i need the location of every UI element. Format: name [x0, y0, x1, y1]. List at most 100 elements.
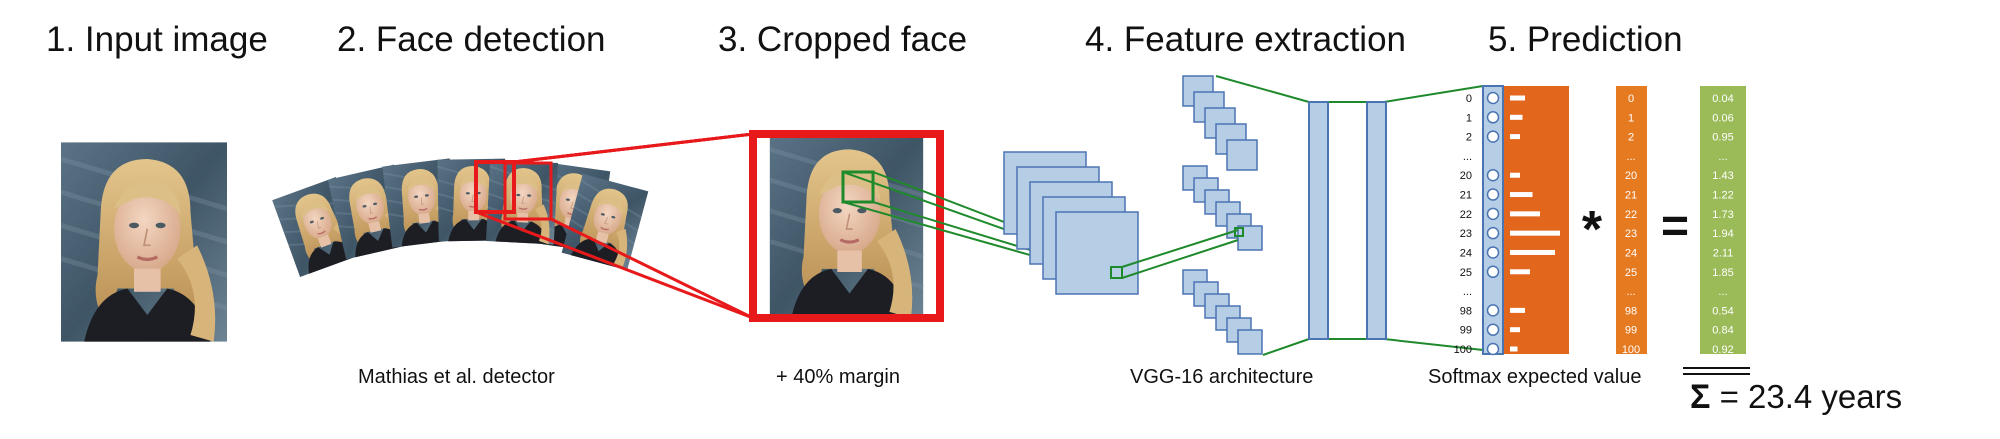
detection-box [474, 160, 516, 214]
age-label: ... [1626, 151, 1635, 163]
row-index-label: 22 [1460, 209, 1472, 221]
softmax-probability-bar [1510, 307, 1525, 313]
row-index-label: 23 [1460, 228, 1472, 240]
output-neuron [1486, 111, 1500, 124]
age-label: 22 [1625, 209, 1637, 221]
output-neuron [1486, 304, 1500, 317]
row-index-label: 98 [1460, 305, 1472, 317]
detection-outer-box [503, 161, 553, 221]
conv-layer-stack-2 [1182, 75, 1258, 171]
row-index-label: 2 [1466, 132, 1472, 144]
softmax-probability-bar [1510, 114, 1523, 120]
row-index-label: 24 [1460, 247, 1472, 259]
row-index-label: 0 [1466, 93, 1472, 105]
age-label: 23 [1625, 228, 1637, 240]
softmax-probability-bar [1510, 172, 1520, 178]
weighted-value-label: 2.11 [1713, 247, 1734, 259]
row-index-label: ... [1463, 151, 1472, 163]
row-index-label: ... [1463, 286, 1472, 298]
output-neuron [1486, 207, 1500, 221]
weighted-value-label: 0.92 [1712, 344, 1733, 356]
softmax-probability-bar [1510, 192, 1533, 198]
age-value-panel [1616, 86, 1647, 354]
equals-operator: = [1661, 200, 1689, 253]
step-title-input: 1. Input image [46, 20, 268, 59]
step-title-prediction: 5. Prediction [1488, 20, 1683, 59]
weighted-value-label: 1.94 [1712, 228, 1733, 240]
weighted-value-panel [1700, 86, 1746, 354]
conv-link-lines [1121, 229, 1239, 279]
weighted-value-label: 0.04 [1712, 93, 1733, 105]
softmax-probability-bar [1510, 327, 1520, 333]
softmax-bar-panel [1504, 86, 1569, 354]
softmax-probability-bar [1510, 95, 1525, 101]
detection-fan [271, 157, 649, 279]
softmax-probability-bar [1510, 230, 1560, 236]
conv-feature-map [1055, 211, 1139, 295]
row-index-label: 25 [1460, 267, 1472, 279]
age-label: 0 [1628, 93, 1634, 105]
conv-layer-stack-1 [1003, 151, 1139, 295]
age-label: 1 [1628, 112, 1634, 124]
fc-layer-2 [1366, 101, 1387, 340]
output-neuron [1486, 246, 1500, 259]
weighted-value-label: ... [1718, 286, 1727, 298]
conv-layer-stack-3 [1182, 165, 1263, 251]
weighted-value-label: ... [1718, 151, 1727, 163]
softmax-probability-bar [1510, 269, 1530, 275]
result-value: 23.4 years [1748, 378, 1903, 415]
weighted-value-label: 0.95 [1712, 132, 1733, 144]
output-neuron [1486, 323, 1500, 336]
age-label: 99 [1625, 325, 1637, 337]
input-photo [61, 142, 227, 341]
age-label: 21 [1625, 190, 1637, 202]
multiply-operator: * [1582, 201, 1603, 259]
conv-feature-map [1226, 139, 1258, 171]
output-neuron [1486, 265, 1500, 279]
caption-softmax: Softmax expected value [1428, 366, 1642, 388]
output-neuron [1486, 168, 1500, 182]
weighted-value-label: 1.73 [1712, 209, 1733, 221]
softmax-probability-bar [1510, 249, 1555, 255]
softmax-probability-bar [1510, 211, 1540, 217]
step-title-cropped: 3. Cropped face [718, 20, 968, 59]
row-index-label: 100 [1454, 344, 1472, 356]
output-neuron [1486, 188, 1500, 201]
age-label: 24 [1625, 247, 1637, 259]
receptive-field-box [841, 170, 875, 204]
result-equals: = [1719, 378, 1739, 415]
conv-layer-stack-4 [1182, 269, 1263, 355]
softmax-probability-bar [1510, 346, 1518, 352]
step-title-features: 4. Feature extraction [1085, 20, 1406, 59]
age-label: 2 [1628, 132, 1634, 144]
weighted-value-label: 1.43 [1712, 170, 1733, 182]
fc-layer-1 [1308, 101, 1329, 340]
fc-lines [1215, 75, 1484, 356]
output-neuron [1486, 226, 1500, 240]
age-label: ... [1626, 286, 1635, 298]
feature-small-box-2 [1234, 227, 1244, 237]
age-label: 100 [1622, 344, 1640, 356]
output-neuron [1486, 342, 1500, 356]
result-line: Σ = 23.4 years [1690, 378, 1902, 417]
cropped-face [749, 130, 944, 322]
caption-detector: Mathias et al. detector [358, 366, 555, 388]
caption-architecture: VGG-16 architecture [1130, 366, 1314, 388]
row-index-label: 1 [1466, 112, 1472, 124]
age-label: 25 [1625, 267, 1637, 279]
weighted-value-label: 0.54 [1712, 305, 1733, 317]
row-index-label: 21 [1460, 190, 1472, 202]
feature-small-box [1110, 266, 1123, 279]
sigma-symbol: Σ [1690, 378, 1711, 416]
output-neuron [1486, 130, 1500, 143]
step-title-detection: 2. Face detection [337, 20, 606, 59]
caption-margin: + 40% margin [776, 366, 900, 388]
softmax-probability-bar [1510, 134, 1520, 140]
age-label: 20 [1625, 170, 1637, 182]
conv-feature-map [1237, 225, 1263, 251]
crop-projection-lines [475, 132, 754, 320]
weighted-value-label: 0.84 [1712, 325, 1733, 337]
output-neuron [1486, 91, 1500, 105]
